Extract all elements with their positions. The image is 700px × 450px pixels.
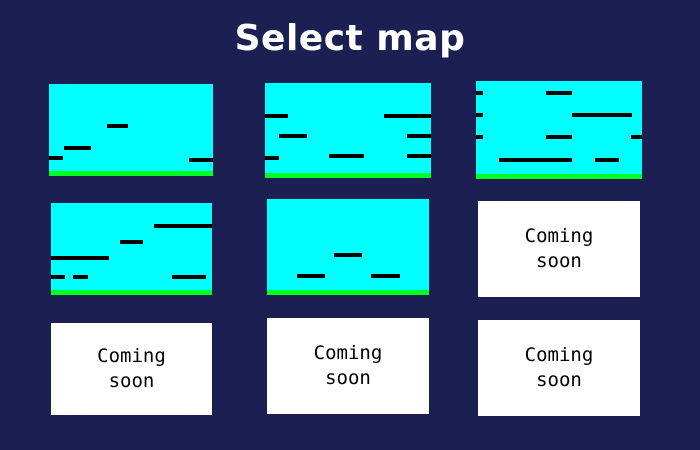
ground — [265, 173, 431, 178]
platform — [64, 146, 91, 150]
map-tile-2[interactable] — [265, 83, 431, 178]
platform — [297, 274, 325, 278]
platform — [499, 158, 572, 162]
ground — [51, 290, 212, 295]
platform — [154, 224, 212, 228]
platform — [279, 134, 307, 138]
platform — [51, 275, 65, 279]
platform — [73, 275, 88, 279]
ground — [267, 290, 429, 295]
platform — [329, 154, 364, 158]
platform — [476, 135, 483, 139]
coming-soon-label: Coming soon — [313, 342, 383, 389]
map-tile-1[interactable] — [49, 84, 213, 176]
platform — [265, 156, 279, 160]
page-title: Select map — [234, 18, 466, 59]
platform — [107, 124, 128, 128]
platform — [631, 135, 642, 139]
platform — [546, 135, 572, 139]
platform — [595, 158, 619, 162]
platform — [476, 91, 483, 95]
map-tile-8[interactable]: Coming soon — [267, 318, 429, 414]
platform — [384, 114, 431, 118]
platform — [572, 113, 632, 117]
map-tile-3[interactable] — [476, 81, 642, 179]
coming-soon-label: Coming soon — [524, 225, 594, 272]
platform — [334, 253, 362, 257]
map-tile-9[interactable]: Coming soon — [478, 320, 640, 416]
map-tile-7[interactable]: Coming soon — [51, 323, 212, 415]
ground — [49, 171, 213, 176]
platform — [371, 274, 400, 278]
coming-soon-label: Coming soon — [524, 344, 594, 391]
map-tile-4[interactable] — [51, 203, 212, 295]
platform — [546, 91, 572, 95]
ground — [476, 174, 642, 179]
platform — [120, 240, 143, 244]
coming-soon-label: Coming soon — [97, 345, 166, 392]
platform — [172, 275, 206, 279]
map-tile-6[interactable]: Coming soon — [478, 201, 640, 297]
platform — [51, 256, 109, 260]
platform — [265, 114, 288, 118]
platform — [476, 113, 483, 117]
platform — [189, 158, 213, 162]
map-tile-5[interactable] — [267, 199, 429, 295]
platform — [407, 134, 431, 138]
platform — [407, 154, 431, 158]
platform — [49, 156, 63, 160]
